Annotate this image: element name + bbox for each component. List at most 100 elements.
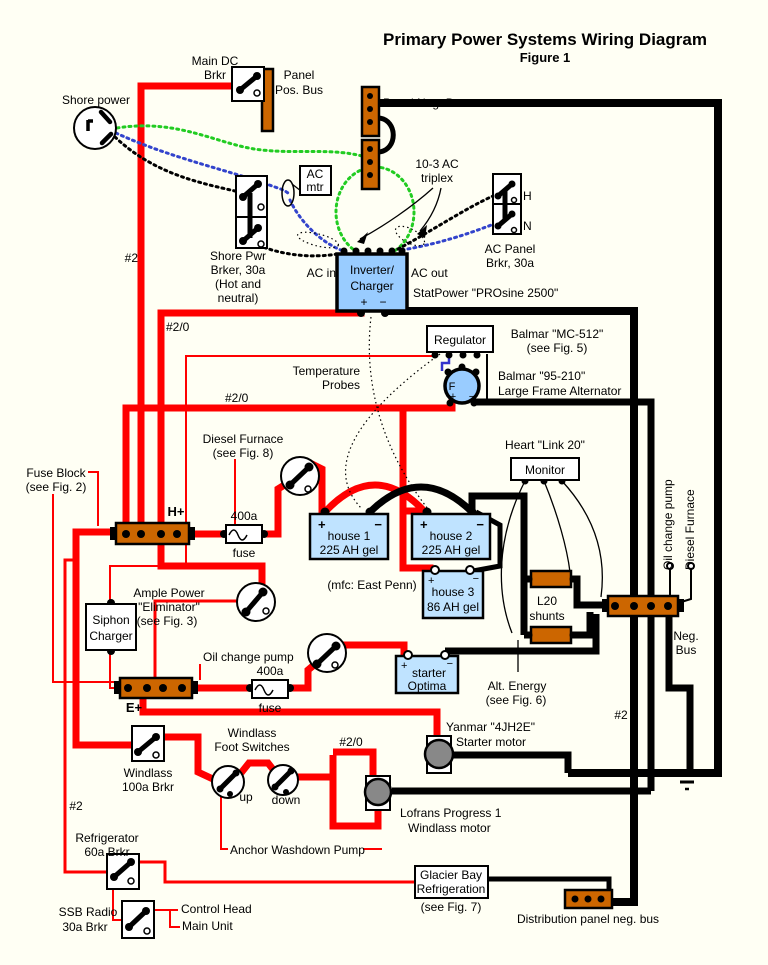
glacier-label: Glacier Bay bbox=[420, 868, 482, 882]
regulator-label: Regulator bbox=[434, 333, 486, 347]
svg-text:(see Fig. 3): (see Fig. 3) bbox=[137, 614, 198, 628]
svg-text:mtr: mtr bbox=[306, 180, 323, 194]
ac-panel-brkr-label: AC Panel bbox=[485, 242, 536, 256]
battery-house1 bbox=[308, 512, 390, 561]
ac-out-label: AC out bbox=[411, 266, 448, 280]
plug-prong-icon bbox=[98, 109, 113, 125]
figure-label: Figure 1 bbox=[520, 50, 571, 65]
svg-text:+: + bbox=[420, 517, 428, 532]
svg-text:(see Fig. 8): (see Fig. 8) bbox=[213, 446, 274, 460]
windlass-motor bbox=[363, 775, 393, 811]
svg-text:+: + bbox=[450, 391, 456, 403]
svg-text:(see Fig. 6): (see Fig. 6) bbox=[486, 693, 547, 707]
svg-text:225 AH gel: 225 AH gel bbox=[422, 543, 481, 557]
shunts-label: L20 bbox=[537, 594, 557, 608]
svg-text:60a Brkr: 60a Brkr bbox=[84, 845, 129, 859]
battery-switch-starter bbox=[307, 633, 347, 673]
refrigerator-breaker bbox=[106, 853, 140, 890]
svg-text:Windlass motor: Windlass motor bbox=[408, 821, 491, 835]
main-unit-label: Main Unit bbox=[182, 919, 233, 933]
alternator bbox=[443, 363, 481, 407]
plug-prong-icon bbox=[86, 119, 93, 131]
ac-panel-breaker bbox=[492, 173, 522, 235]
svg-text:Charger: Charger bbox=[89, 629, 132, 643]
fuse-block-label: Fuse Block bbox=[26, 466, 86, 480]
svg-text:Brker, 30a: Brker, 30a bbox=[211, 263, 266, 277]
diesel-furnace-vertical-label: Diesel Furnace bbox=[683, 489, 697, 570]
svg-text:fuse: fuse bbox=[259, 701, 282, 715]
house3-label: house 3 bbox=[432, 585, 475, 599]
svg-text:fuse: fuse bbox=[233, 546, 256, 560]
dist-bus-label: Distribution panel neg. bus bbox=[517, 912, 659, 926]
windlass-brkr-label: Windlass bbox=[124, 766, 173, 780]
svg-text:−: − bbox=[469, 391, 475, 403]
refrig-brkr-label: Refrigerator bbox=[75, 831, 138, 845]
shunt-lower bbox=[529, 625, 573, 645]
svg-text:Large Frame Alternator: Large Frame Alternator bbox=[498, 384, 621, 398]
svg-text:Refrigeration: Refrigeration bbox=[417, 882, 486, 896]
ac-meter-label: AC bbox=[307, 167, 324, 181]
mfc-label: (mfc: East Penn) bbox=[327, 578, 416, 592]
battery-house2 bbox=[410, 512, 492, 561]
ssb-breaker bbox=[121, 900, 155, 939]
shunt-upper bbox=[529, 569, 573, 589]
svg-text:neutral): neutral) bbox=[218, 291, 259, 305]
main-dc-brkr-label: Main DC bbox=[192, 54, 239, 68]
svg-text:−: − bbox=[476, 517, 484, 532]
main-dc-breaker bbox=[231, 66, 265, 102]
h-bus-label: H+ bbox=[168, 504, 185, 519]
alternator-f-label: F bbox=[449, 381, 456, 393]
diesel-furnace-label: Diesel Furnace bbox=[203, 432, 284, 446]
ssb-brkr-label: SSB Radio bbox=[59, 905, 118, 919]
regulator-box bbox=[426, 325, 494, 353]
svg-text:−: − bbox=[473, 573, 479, 585]
anchor-pump-label: Anchor Washdown Pump bbox=[230, 843, 365, 857]
svg-text:Bus: Bus bbox=[676, 643, 697, 657]
neg-bus-label: Neg. bbox=[673, 629, 698, 643]
inverter-label: Inverter/ bbox=[350, 263, 395, 277]
diesel-furnace-return-terminal bbox=[687, 562, 695, 570]
shore-power-connector bbox=[73, 106, 117, 150]
svg-text:triplex: triplex bbox=[421, 171, 453, 185]
wire-20-windlass-label: #2/0 bbox=[339, 735, 363, 749]
battery-house3 bbox=[421, 565, 485, 620]
plug-prong-icon bbox=[99, 131, 114, 146]
hot-label: H bbox=[523, 189, 532, 203]
foot-switches-label: Windlass bbox=[228, 726, 277, 740]
svg-text:Charger: Charger bbox=[350, 279, 393, 293]
svg-text:+: + bbox=[360, 295, 367, 309]
starter-motor-label: Yanmar "4JH2E" bbox=[446, 720, 535, 734]
svg-text:30a Brkr: 30a Brkr bbox=[62, 920, 107, 934]
shore-brkr-label: Shore Pwr bbox=[210, 249, 266, 263]
svg-text:Foot Switches: Foot Switches bbox=[214, 740, 289, 754]
panel-pos-bus-label: Panel bbox=[284, 68, 315, 82]
wire-2-top-label: #2 bbox=[125, 251, 139, 265]
svg-text:+: + bbox=[318, 517, 326, 532]
monitor-box bbox=[510, 457, 580, 481]
svg-text:(see Fig. 7): (see Fig. 7) bbox=[421, 900, 482, 914]
svg-text:Probes: Probes bbox=[322, 378, 360, 392]
shore-power-label: Shore power bbox=[62, 93, 130, 107]
alt-energy-label: Alt. Energy bbox=[488, 679, 547, 693]
foot-switch-up bbox=[211, 765, 245, 799]
svg-text:Brkr, 30a: Brkr, 30a bbox=[486, 256, 534, 270]
starter-battery-label: starter bbox=[412, 666, 446, 680]
svg-text:+: + bbox=[401, 660, 407, 672]
svg-text:−: − bbox=[374, 517, 382, 532]
shore-power-breaker bbox=[235, 175, 268, 249]
svg-text:shunts: shunts bbox=[529, 609, 564, 623]
oil-pump-return-terminal bbox=[666, 562, 674, 570]
wire-2-left-label: #2 bbox=[69, 799, 83, 813]
down-label: down bbox=[272, 793, 301, 807]
svg-text:Pos. Bus: Pos. Bus bbox=[275, 83, 323, 97]
svg-text:"Eliminator": "Eliminator" bbox=[138, 600, 200, 614]
e-bus-label: E+ bbox=[126, 700, 143, 715]
eliminator-label: Ample Power bbox=[133, 586, 204, 600]
svg-text:+: + bbox=[428, 575, 434, 587]
glacier-bay-box bbox=[414, 865, 489, 899]
svg-text:Starter motor: Starter motor bbox=[456, 735, 526, 749]
page-title: Primary Power Systems Wiring Diagram bbox=[383, 30, 707, 49]
inverter-model-label: StatPower "PROsine 2500" bbox=[413, 286, 558, 300]
